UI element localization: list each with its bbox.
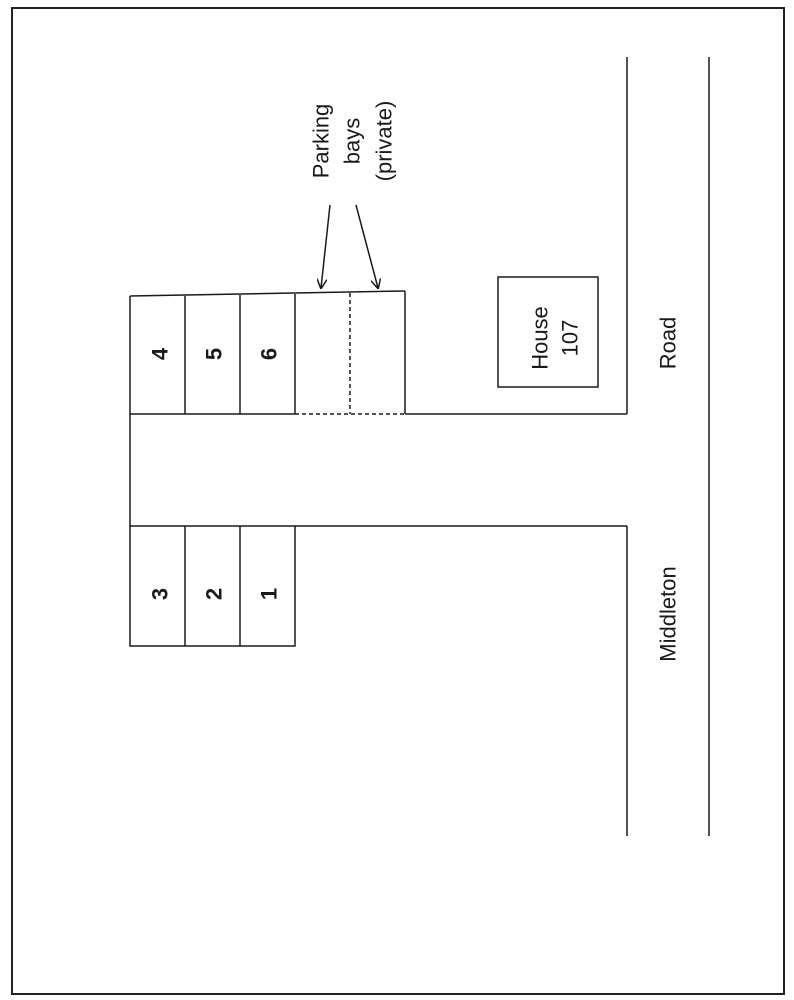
main-road: [626, 57, 710, 836]
unit-label-3: 3: [148, 588, 173, 600]
arrow-bay-2: [355, 204, 378, 288]
road-label-middleton: Middleton: [656, 566, 681, 661]
unit-label-1: 1: [257, 588, 282, 600]
left-unit-block: [129, 525, 296, 647]
page-border: [11, 7, 785, 995]
parking-bays: [295, 293, 405, 415]
unit-label-2: 2: [202, 588, 227, 600]
house-outline: [497, 276, 599, 388]
unit-label-6: 6: [257, 348, 282, 360]
access-road: [129, 413, 627, 527]
arrow-bay-1: [321, 204, 331, 288]
parking-label-line-3: (private): [372, 101, 397, 182]
unit-label-5: 5: [202, 348, 227, 360]
parking-label-line-1: Parking: [309, 104, 334, 179]
house-label-line-2: 107: [558, 320, 583, 357]
unit-label-4: 4: [148, 347, 173, 360]
road-label-road: Road: [656, 317, 681, 370]
house-label-line-1: House: [528, 306, 553, 370]
right-unit-block: [129, 290, 406, 415]
parking-label-line-2: bays: [340, 118, 365, 164]
